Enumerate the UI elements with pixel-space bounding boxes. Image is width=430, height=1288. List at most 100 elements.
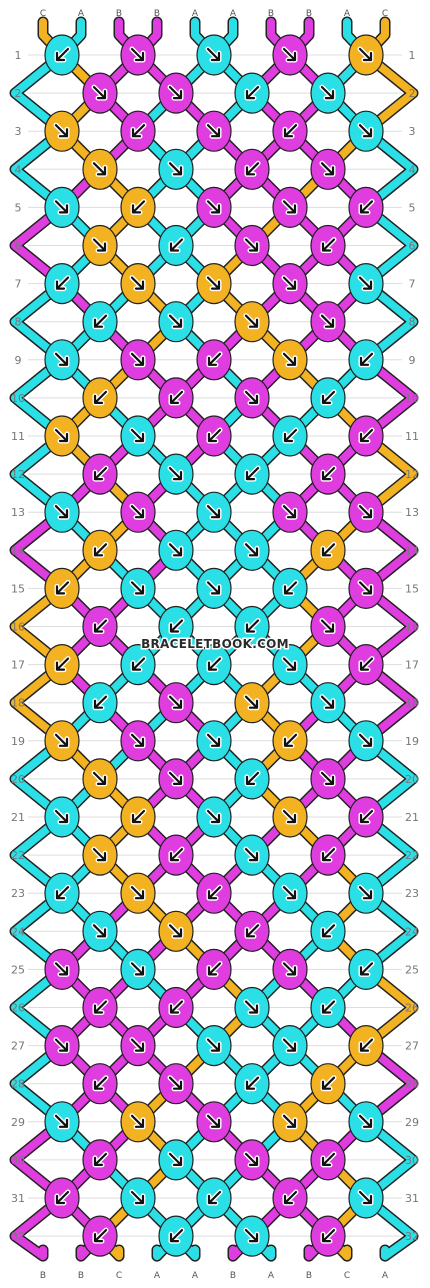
knot-arrow-icon [93, 467, 108, 481]
knot [158, 682, 194, 724]
knot [82, 1215, 118, 1257]
knot [348, 872, 384, 914]
knot-arrow-icon [169, 847, 184, 862]
knot-arrow-icon [54, 962, 69, 976]
knot-arrow-icon [168, 695, 183, 709]
knot [158, 301, 194, 343]
knot-arrow-icon [321, 467, 336, 481]
knot-arrow-icon [207, 886, 222, 900]
knot [120, 415, 156, 457]
row-number-left: 17 [11, 659, 25, 672]
knot-arrow-icon [54, 428, 69, 443]
knot [348, 34, 384, 76]
knot-arrow-icon [54, 733, 69, 747]
knot [158, 148, 194, 190]
knot [272, 34, 308, 76]
strand-label-top: A [192, 9, 199, 19]
knot-arrow-icon [168, 543, 183, 557]
row-number-right: 6 [409, 240, 416, 253]
row-number-left: 12 [11, 468, 25, 481]
knot [310, 1139, 346, 1181]
knot-arrow-icon [358, 47, 373, 62]
row-number-right: 8 [409, 316, 416, 329]
knot-arrow-icon [93, 1228, 108, 1243]
knot-arrow-icon [359, 962, 374, 976]
row-number-left: 15 [11, 582, 25, 595]
knot-arrow-icon [320, 771, 335, 786]
strand-label-bottom: B [40, 1271, 46, 1281]
knot [310, 1063, 346, 1105]
knot [310, 682, 346, 724]
knot-arrow-icon [282, 352, 297, 366]
knot [82, 910, 118, 952]
knot-arrow-icon [130, 428, 145, 443]
knot-arrow-icon [320, 162, 335, 176]
strand-label-top: B [306, 9, 312, 19]
knot [196, 186, 232, 228]
knot-arrow-icon [245, 771, 260, 786]
row-number-left: 20 [11, 773, 25, 786]
row-number-left: 32 [11, 1230, 25, 1243]
row-number-right: 32 [405, 1230, 419, 1243]
strand-label-bottom: B [230, 1271, 236, 1281]
knot-arrow-icon [206, 1038, 221, 1052]
knot [158, 605, 194, 648]
knot [310, 453, 346, 495]
knot [272, 186, 308, 228]
knot-arrow-icon [207, 1190, 222, 1205]
knot-arrow-icon [130, 886, 145, 900]
row-number-right: 15 [405, 582, 419, 595]
knot [158, 1139, 194, 1181]
knot-arrow-icon [282, 962, 297, 976]
knot [310, 758, 346, 800]
knot [158, 72, 194, 114]
knot-arrow-icon [321, 1228, 336, 1243]
knot-arrow-icon [282, 886, 297, 900]
knot-arrow-icon [245, 85, 260, 100]
knot-arrow-icon [207, 352, 222, 366]
knot-arrow-icon [93, 314, 108, 328]
knot [348, 415, 384, 457]
knot-arrow-icon [359, 200, 374, 214]
knot-arrow-icon [283, 428, 298, 443]
knot-arrow-icon [93, 619, 108, 633]
knot-arrow-icon [320, 314, 335, 328]
knot [234, 1063, 270, 1105]
knot [310, 605, 346, 648]
knot [82, 224, 118, 267]
knot [44, 948, 80, 991]
knot-arrow-icon [359, 657, 374, 671]
knot-arrow-icon [130, 1190, 145, 1205]
knot-arrow-icon [168, 771, 183, 786]
strand-label-bottom: B [78, 1271, 84, 1281]
row-number-left: 10 [11, 392, 25, 405]
row-number-right: 20 [405, 773, 419, 786]
knot [348, 643, 384, 686]
knot [44, 796, 80, 838]
row-number-right: 28 [405, 1078, 419, 1091]
knot-arrow-icon [168, 85, 183, 100]
knot-arrow-icon [244, 1152, 259, 1167]
knot-arrow-icon [321, 924, 336, 938]
knot [234, 529, 270, 571]
knot-arrow-icon [130, 1038, 145, 1052]
knot-arrow-icon [168, 1076, 183, 1090]
knot-arrow-icon [168, 314, 183, 328]
knot-arrow-icon [131, 124, 146, 138]
knot-arrow-icon [131, 657, 146, 671]
knot-arrow-icon [282, 47, 297, 62]
row-number-left: 4 [15, 163, 22, 176]
knot-arrow-icon [320, 85, 335, 100]
row-number-right: 25 [405, 963, 419, 976]
knot [82, 758, 118, 800]
knot-arrow-icon [206, 200, 221, 214]
knot [310, 148, 346, 190]
strand-label-top: A [344, 9, 351, 19]
row-number-left: 14 [11, 544, 25, 557]
knot [234, 758, 270, 800]
knot [196, 1024, 232, 1067]
row-number-right: 9 [409, 354, 416, 367]
row-number-left: 28 [11, 1078, 25, 1091]
row-number-left: 3 [15, 125, 22, 138]
